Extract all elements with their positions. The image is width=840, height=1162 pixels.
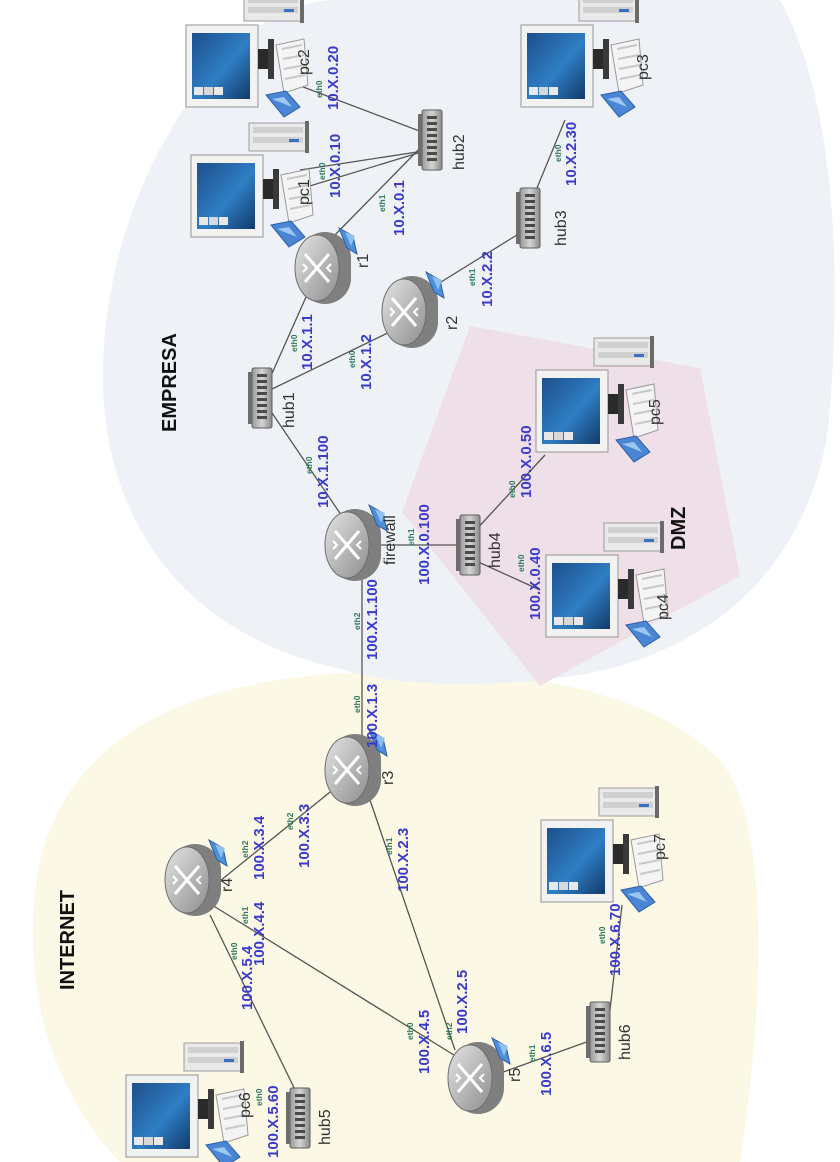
ip-addresses: 10.X.0.20 10.X.0.10 10.X.0.1 10.X.1.1 10… bbox=[239, 46, 624, 1158]
iface-label: eth0 bbox=[507, 480, 517, 498]
device-label-pc4: pc4 bbox=[655, 594, 672, 620]
device-label-hub3: hub3 bbox=[553, 210, 570, 246]
ip-label: 100.X.3.3 bbox=[296, 804, 313, 868]
iface-label: eth2 bbox=[352, 612, 362, 630]
iface-label: eth0 bbox=[352, 695, 362, 713]
ip-label: 100.X.6.5 bbox=[538, 1032, 555, 1096]
interface-names: eth0 eth0 eth1 eth0 eth0 eth1 eth0 eth0 … bbox=[229, 80, 607, 1106]
hub2-icon[interactable] bbox=[417, 109, 443, 171]
iface-label: eth2 bbox=[444, 1022, 454, 1040]
iface-label: eth0 bbox=[405, 1022, 415, 1040]
iface-label: eth0 bbox=[229, 942, 239, 960]
iface-label: eth0 bbox=[597, 926, 607, 944]
iface-label: eth1 bbox=[377, 194, 387, 212]
hub4-icon[interactable] bbox=[455, 514, 481, 576]
ip-label: 10.X.1.2 bbox=[358, 334, 375, 390]
ip-label: 100.X.0.100 bbox=[416, 504, 433, 585]
ip-label: 100.X.4.4 bbox=[251, 901, 268, 966]
device-label-pc1: pc1 bbox=[296, 179, 313, 205]
device-label-r2: r2 bbox=[444, 316, 461, 330]
internet-zone bbox=[32, 671, 759, 1162]
ip-label: 100.X.4.5 bbox=[416, 1010, 433, 1074]
device-label-r5: r5 bbox=[507, 1068, 524, 1082]
ip-label: 10.X.0.10 bbox=[327, 134, 344, 198]
iface-label: eth0 bbox=[304, 456, 314, 474]
hub5-icon[interactable] bbox=[285, 1087, 311, 1149]
zone-label-dmz: DMZ bbox=[668, 507, 690, 550]
iface-label: eth1 bbox=[406, 528, 416, 546]
iface-label: eth0 bbox=[347, 350, 357, 368]
ip-label: 100.X.6.70 bbox=[607, 903, 624, 976]
iface-label: eth1 bbox=[240, 906, 250, 924]
device-label-r3: r3 bbox=[380, 771, 397, 785]
ip-label: 100.X.1.3 bbox=[364, 684, 381, 748]
ip-label: 100.X.3.4 bbox=[251, 815, 268, 880]
ip-label: 10.X.0.1 bbox=[391, 180, 408, 236]
ip-label: 10.X.2.30 bbox=[563, 122, 580, 186]
device-label-pc7: pc7 bbox=[652, 834, 669, 860]
ip-label: 10.X.1.1 bbox=[299, 314, 316, 370]
iface-label: eth2 bbox=[240, 840, 250, 858]
ip-label: 100.X.2.5 bbox=[454, 970, 471, 1034]
device-label-hub4: hub4 bbox=[487, 532, 504, 568]
iface-label: eth0 bbox=[289, 334, 299, 352]
device-label-hub2: hub2 bbox=[451, 134, 468, 170]
iface-label: eth1 bbox=[384, 837, 394, 855]
device-label-pc3: pc3 bbox=[635, 54, 652, 80]
ip-label: 10.X.2.2 bbox=[479, 251, 496, 307]
device-label-hub5: hub5 bbox=[317, 1109, 334, 1145]
device-label-r1: r1 bbox=[355, 254, 372, 268]
iface-label: eth1 bbox=[467, 268, 477, 286]
device-label-firewall: firewall bbox=[382, 515, 399, 565]
device-label-hub6: hub6 bbox=[617, 1024, 634, 1060]
iface-label: eth0 bbox=[516, 554, 526, 572]
hub3-icon[interactable] bbox=[515, 187, 541, 249]
iface-label: eth0 bbox=[317, 162, 327, 180]
device-label-hub1: hub1 bbox=[281, 392, 298, 428]
ip-label: 100.X.0.50 bbox=[518, 425, 535, 498]
iface-label: eth0 bbox=[553, 144, 563, 162]
device-label-r4: r4 bbox=[219, 878, 236, 892]
pc2-icon[interactable] bbox=[185, 0, 309, 118]
zone-label-empresa: EMPRESA bbox=[159, 333, 181, 432]
hub1-icon[interactable] bbox=[247, 367, 273, 429]
ip-label: 100.X.1.100 bbox=[364, 579, 381, 660]
device-label-pc6: pc6 bbox=[237, 1092, 254, 1118]
ip-label: 100.X.5.60 bbox=[265, 1085, 282, 1158]
ip-label: 10.X.0.20 bbox=[325, 46, 342, 110]
ip-label: 100.X.2.3 bbox=[395, 828, 412, 892]
iface-label: eth0 bbox=[314, 80, 324, 98]
iface-label: eth0 bbox=[254, 1088, 264, 1106]
device-label-pc2: pc2 bbox=[296, 49, 313, 75]
hub6-icon[interactable] bbox=[585, 1001, 611, 1063]
iface-label: eth2 bbox=[285, 812, 295, 830]
ip-label: 100.X.5.4 bbox=[239, 945, 256, 1010]
iface-label: eth1 bbox=[527, 1044, 537, 1062]
ip-label: 100.X.0.40 bbox=[527, 547, 544, 620]
zone-label-internet: INTERNET bbox=[57, 890, 79, 990]
ip-label: 10.X.1.100 bbox=[315, 435, 332, 508]
device-label-pc5: pc5 bbox=[647, 399, 664, 425]
